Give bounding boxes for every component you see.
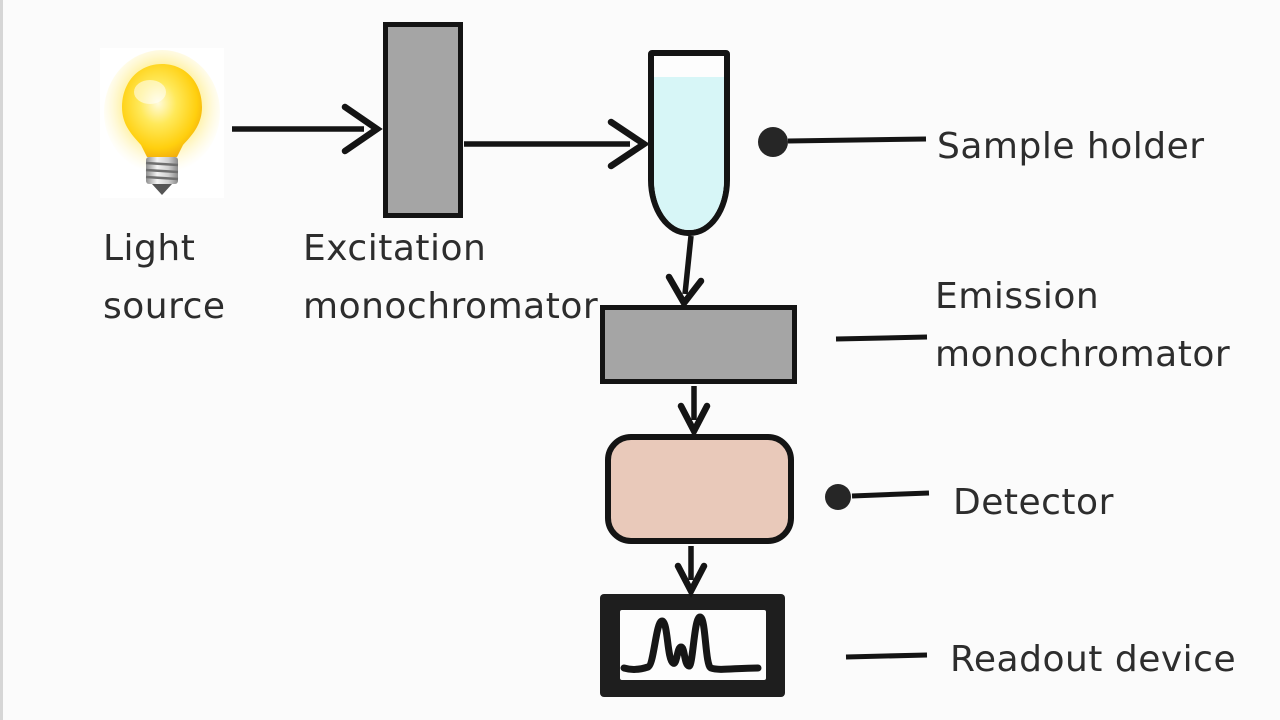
excitation-monochromator-label: Excitation monochromator (303, 220, 598, 336)
excitation-label-line1: Excitation (303, 228, 487, 269)
light-bulb-icon (100, 48, 224, 198)
arrowhead-sample-to-emission (665, 273, 705, 309)
readout-screen (620, 610, 766, 680)
light-bulb-graphic (104, 50, 220, 195)
sample-holder-label: Sample holder (937, 126, 1205, 167)
sample-holder-shape (648, 50, 730, 236)
sample-holder-callout-line (787, 136, 927, 144)
detector-shape (605, 434, 794, 544)
excitation-monochromator-shape (383, 22, 463, 218)
readout-callout-line (845, 652, 928, 660)
signal-trace-icon (620, 613, 762, 674)
excitation-label-line2: monochromator (303, 286, 599, 327)
emission-label-line1: Emission (935, 276, 1100, 317)
light-source-label: Light source (103, 220, 226, 336)
detector-callout-line (851, 490, 930, 499)
sample-liquid (654, 77, 724, 230)
detector-label: Detector (953, 482, 1114, 523)
arrowhead-emission-to-detector (677, 402, 711, 439)
emission-monochromator-shape (600, 305, 797, 384)
emission-monochromator-label: Emission monochromator (935, 268, 1230, 384)
light-source-label-line2: source (103, 286, 226, 327)
sample-holder-callout-dot (758, 127, 788, 157)
light-source-label-line1: Light (103, 228, 196, 269)
arrow-sample-to-emission (682, 235, 694, 295)
readout-device-label: Readout device (950, 639, 1237, 680)
detector-callout-dot (825, 484, 851, 510)
arrowhead-light-to-excitation (341, 103, 383, 155)
arrowhead-detector-to-readout (674, 562, 708, 599)
emission-callout-line (835, 334, 928, 342)
readout-device-shape (600, 594, 785, 697)
emission-label-line2: monochromator (935, 334, 1231, 375)
arrowhead-excitation-to-sample (607, 118, 650, 170)
left-edge-strip (0, 0, 3, 720)
